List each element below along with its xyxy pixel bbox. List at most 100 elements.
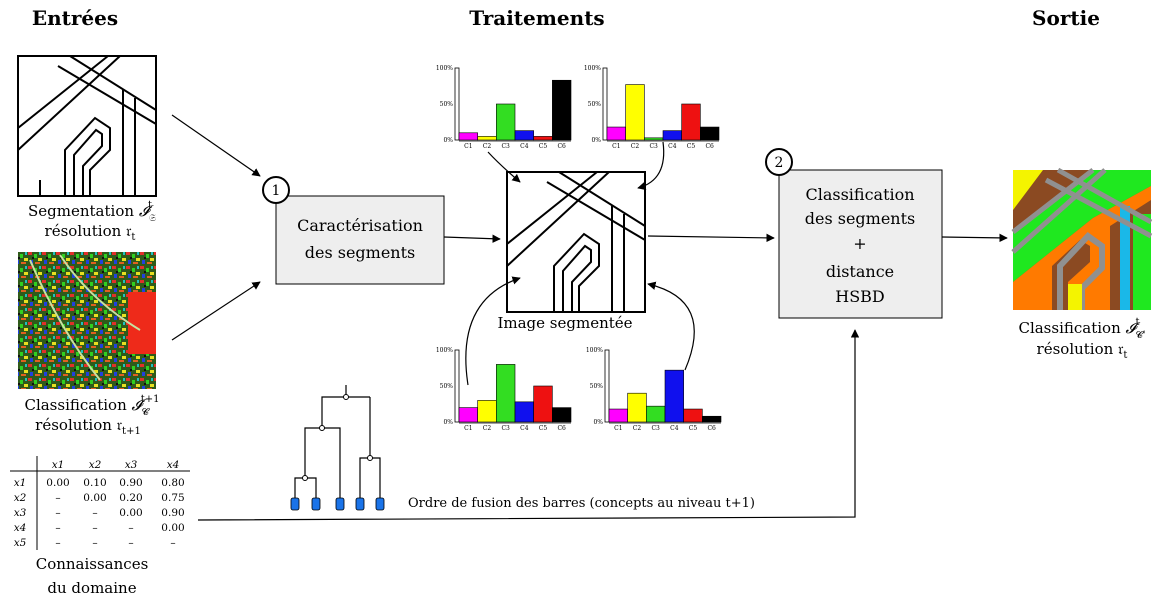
arrow-step1-to-image: [443, 234, 501, 243]
histogram-tick-label: 0%: [593, 419, 603, 426]
histogram-category-label: C3: [651, 425, 660, 432]
step2-line4: distance: [826, 262, 894, 281]
histogram-bar: [664, 369, 684, 423]
table-cell: 0.90: [119, 477, 142, 489]
arrow-hist-tr-to-image: [637, 141, 665, 191]
histogram-category-label: C5: [539, 143, 548, 150]
arrow-image-to-step2: [647, 233, 775, 243]
table-cell: 0.10: [83, 477, 106, 489]
table-cell: 0.75: [161, 492, 184, 504]
histogram-category-label: C4: [520, 425, 529, 432]
output-caption: Classification 𝓘𝓒't: [1018, 317, 1145, 341]
histogram-tick-label: 50%: [440, 101, 454, 108]
table-row-label: x4: [14, 522, 27, 534]
histogram-bar: [552, 79, 572, 141]
arrow-seg-to-step1: [171, 114, 261, 177]
histogram-bar: [646, 405, 666, 423]
table-cell: 0.90: [161, 507, 184, 519]
output-image: [1011, 167, 1153, 310]
segmented-image-label: Image segmentée: [497, 314, 632, 332]
histogram-tick-label: 100%: [436, 65, 453, 72]
histogram-bar: [496, 364, 516, 423]
arrow-class-to-step1: [171, 281, 261, 341]
histogram-axis: [454, 67, 460, 141]
histogram-category-label: C4: [520, 143, 529, 150]
histogram-category-label: C5: [689, 425, 698, 432]
histogram-category-label: C6: [705, 143, 714, 150]
header-inputs: Entrées: [32, 6, 118, 30]
output-resolution: résolution 𝔯t: [1037, 340, 1128, 361]
histogram-bar: [496, 103, 516, 141]
step1-box: 1 Caractérisation des segments: [262, 176, 445, 285]
histogram-bar: [533, 385, 553, 423]
table-cell: –: [92, 537, 97, 549]
histogram-category-label: C1: [614, 425, 622, 432]
histogram-bar: [458, 407, 478, 423]
table-col-header: x1: [52, 459, 65, 471]
histogram-category-label: C1: [464, 425, 472, 432]
table-col-header: x2: [89, 459, 102, 471]
table-col-header: x3: [125, 459, 138, 471]
histogram-bar: [627, 392, 647, 423]
histogram-category-label: C4: [670, 425, 679, 432]
header-processing: Traitements: [469, 6, 604, 30]
histogram-category-label: C5: [687, 143, 696, 150]
classification-caption: Classification 𝓘𝓒t+1: [24, 394, 159, 418]
segmented-image: [506, 171, 646, 313]
table-cell: –: [55, 507, 60, 519]
histogram-tick-label: 0%: [591, 137, 601, 144]
classification-resolution: résolution 𝔯t+1: [35, 416, 141, 437]
arrow-hist-bl-to-image: [465, 276, 521, 386]
histogram-category-label: C6: [707, 425, 716, 432]
step1-number: 1: [272, 183, 281, 199]
knowledge-label-line2: du domaine: [47, 579, 136, 597]
histogram-bar: [477, 136, 497, 141]
table-cell: 0.00: [161, 522, 184, 534]
table-col-header: x4: [167, 459, 180, 471]
arrow-hist-br-to-image: [647, 281, 695, 371]
histogram-axis: [454, 349, 460, 423]
table-cell: 0.80: [161, 477, 184, 489]
dendrogram: [290, 385, 385, 511]
histogram-bar: [606, 126, 626, 141]
histogram-category-label: C4: [668, 143, 677, 150]
arrow-knowledge-to-step2: [197, 329, 860, 521]
classification-image: [18, 252, 156, 389]
histogram-tick-label: 50%: [588, 101, 602, 108]
histogram-tick-label: 100%: [584, 65, 601, 72]
histogram-category-label: C2: [483, 143, 492, 150]
histogram-bar: [700, 126, 720, 141]
histogram-category-label: C3: [649, 143, 658, 150]
step2-number: 2: [775, 155, 784, 171]
histogram-axis: [602, 67, 608, 141]
table-cell: –: [55, 492, 60, 504]
histogram-category-label: C6: [557, 425, 566, 432]
table-cell: –: [92, 522, 97, 534]
header-output: Sortie: [1032, 6, 1100, 30]
table-cell: 0.20: [119, 492, 142, 504]
histogram-bar: [683, 408, 703, 423]
histogram-bar: [533, 136, 553, 141]
histogram-category-label: C3: [501, 143, 510, 150]
histogram-tick-label: 50%: [590, 383, 604, 390]
table-cell: –: [128, 522, 133, 534]
segmentation-image: [17, 55, 157, 197]
histogram-bar: [477, 400, 497, 423]
step2-line5: HSBD: [835, 287, 885, 306]
step1-number-circle: [262, 176, 290, 204]
table-cell: –: [55, 522, 60, 534]
table-cell: –: [128, 537, 133, 549]
histogram-tick-label: 100%: [586, 347, 603, 354]
table-cell: –: [170, 537, 175, 549]
arrow-step2-to-output: [941, 233, 1008, 243]
table-cell: 0.00: [83, 492, 106, 504]
segmentation-caption: Segmentation 𝓘𝔖t: [28, 200, 156, 224]
step2-line2: des segments: [805, 209, 916, 228]
histogram-tick-label: 50%: [440, 383, 454, 390]
table-row-label: x1: [14, 477, 27, 489]
histogram-bar: [514, 401, 534, 423]
histogram-category-label: C5: [539, 425, 548, 432]
